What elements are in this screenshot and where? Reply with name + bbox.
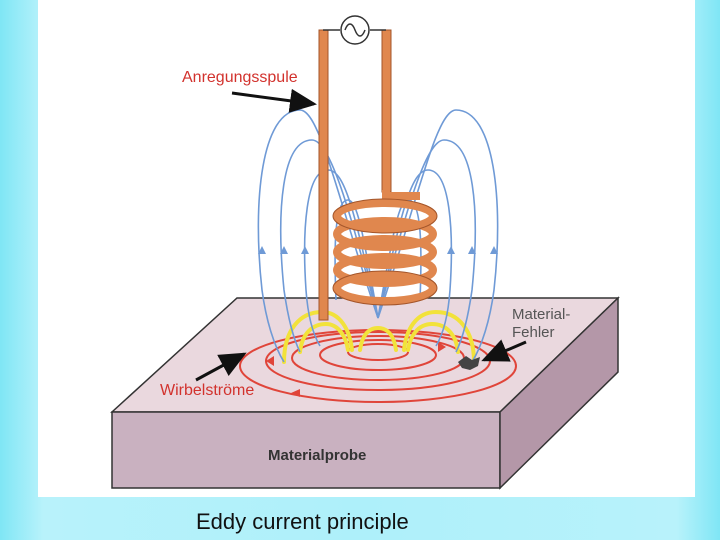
ac-source-icon (340, 15, 370, 45)
label-material-sample: Materialprobe (268, 447, 366, 464)
block-side-face (499, 296, 619, 490)
field-direction-arrows (258, 246, 498, 254)
material-defect (458, 356, 480, 370)
eddy-current-arrows (266, 342, 446, 397)
coil-leads (318, 29, 420, 321)
material-sample-block (110, 296, 620, 490)
diagram-panel: Anregungsspule Material- Fehler Wirbelst… (38, 0, 695, 497)
excitation-coil (333, 199, 437, 305)
slide-caption: Eddy current principle (196, 509, 409, 534)
arrow-to-coil (231, 88, 317, 113)
label-excitation-coil: Anregungsspule (182, 69, 298, 86)
label-eddy-currents: Wirbelströme (160, 382, 254, 399)
excitation-coil-outline (332, 198, 438, 306)
label-material-defect-1: Material- (512, 306, 570, 323)
arrow-to-eddy-currents (195, 352, 247, 382)
eddy-current-diagram: Anregungsspule Material- Fehler Wirbelst… (110, 15, 620, 490)
arrow-to-defect (481, 339, 527, 362)
label-material-defect-2: Fehler (512, 324, 555, 341)
